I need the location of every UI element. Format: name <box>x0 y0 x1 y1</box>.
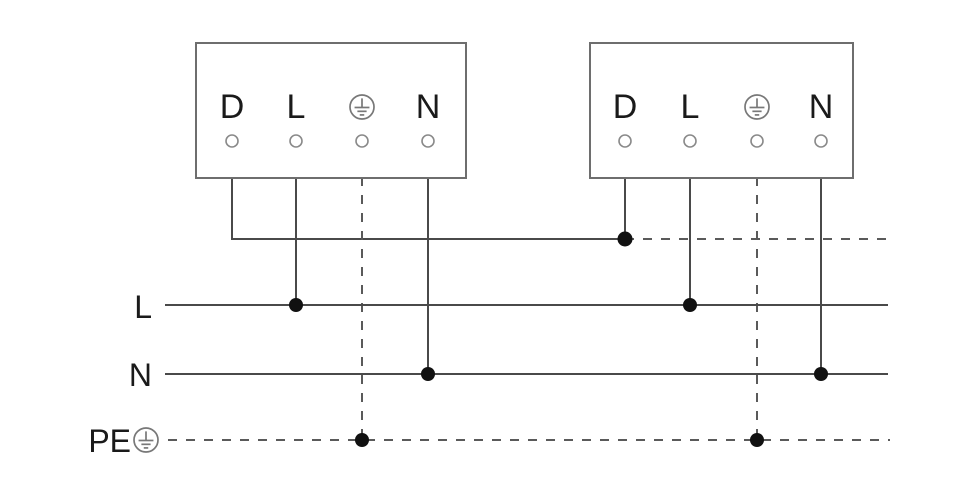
right-device-terminal-L[interactable] <box>683 134 697 148</box>
busbars-layer <box>133 304 890 453</box>
right-device-terminal-PE[interactable] <box>750 134 764 148</box>
right-device-terminal-earth-icon <box>744 94 770 120</box>
junction-right-D <box>617 231 633 247</box>
wires-layer <box>231 141 890 440</box>
right-device-terminal-label-D: D <box>613 88 638 126</box>
left-device-box <box>195 42 467 179</box>
left-device-terminal-label-D: D <box>220 88 245 126</box>
left-device-terminal-label-N: N <box>416 88 441 126</box>
left-device-terminal-label-L: L <box>287 88 306 126</box>
left-device-terminal-D[interactable] <box>225 134 239 148</box>
labels-layer: LN PE <box>88 289 152 459</box>
junction-left-N <box>421 367 435 381</box>
junctions-layer <box>289 231 828 447</box>
left-device-terminal-L[interactable] <box>289 134 303 148</box>
right-device-terminal-label-N: N <box>809 88 834 126</box>
right-device-terminal-N[interactable] <box>814 134 828 148</box>
left-device-terminal-PE[interactable] <box>355 134 369 148</box>
junction-left-L <box>289 298 303 312</box>
junction-right-N <box>814 367 828 381</box>
junction-right-PE <box>750 433 764 447</box>
right-device-terminal-D[interactable] <box>618 134 632 148</box>
right-device-terminal-label-L: L <box>681 88 700 126</box>
busbar-label-L: L <box>134 289 152 325</box>
right-device-box <box>589 42 854 179</box>
left-device-terminal-N[interactable] <box>421 134 435 148</box>
junction-right-L <box>683 298 697 312</box>
junction-left-PE <box>355 433 369 447</box>
left-device-terminal-earth-icon <box>349 94 375 120</box>
busbar-label-N: N <box>129 357 152 393</box>
busbar-label-PE: PE <box>88 423 131 459</box>
busbar-earth-icon-PE <box>133 427 159 453</box>
